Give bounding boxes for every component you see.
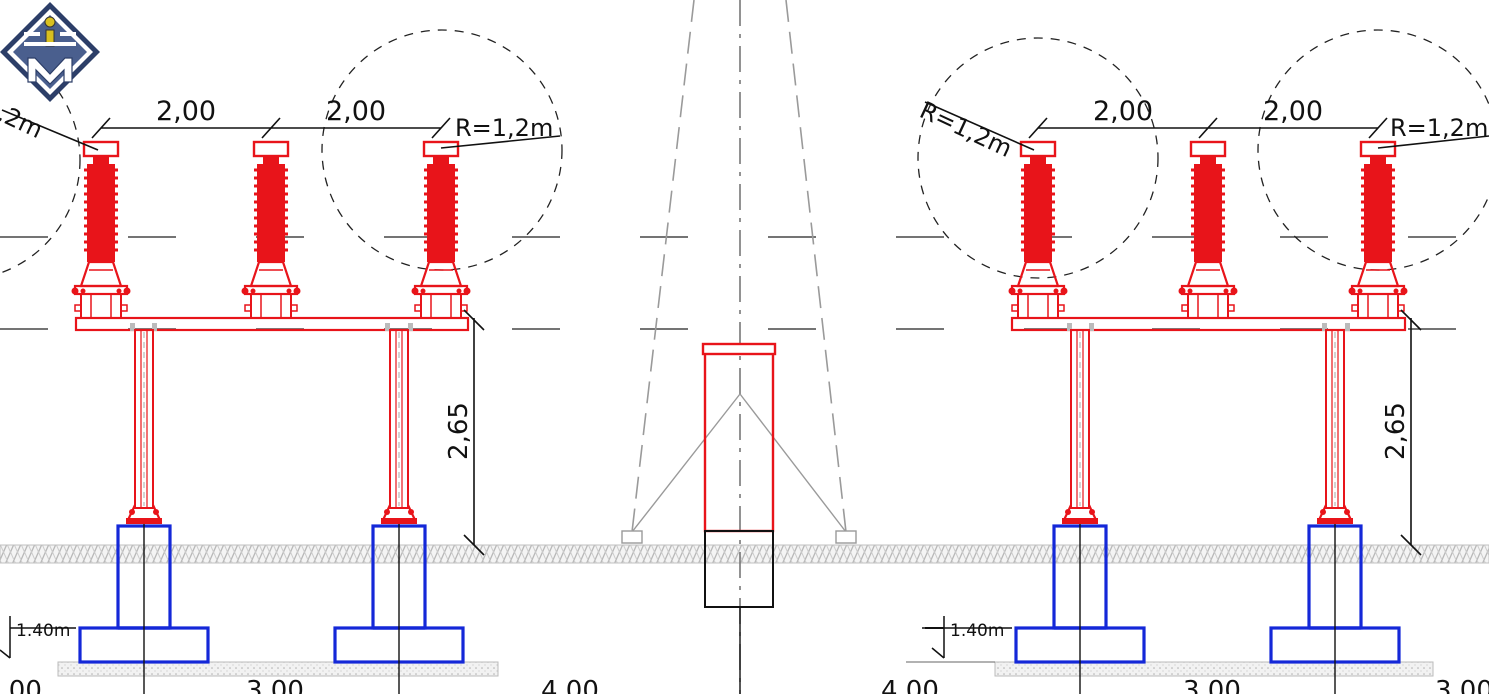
depth-marker-right bbox=[922, 616, 1012, 659]
cabinet-foundation bbox=[704, 530, 774, 608]
support-beam-left bbox=[74, 316, 470, 332]
dim-label-right-1: 2,00 bbox=[1093, 96, 1153, 127]
bottom-label-left-mid: 3,00 bbox=[246, 676, 304, 694]
bedding-right bbox=[994, 661, 1434, 677]
support-beam-right bbox=[1010, 316, 1407, 332]
center-tower bbox=[621, 0, 857, 694]
depth-label-right: 1.40m bbox=[950, 621, 1004, 641]
support-leg-right-1 bbox=[1014, 328, 1146, 696]
insulator-left-3 bbox=[410, 140, 472, 320]
dim-label-left-1: 2,00 bbox=[156, 96, 216, 127]
clearance-arc-left-outer bbox=[0, 46, 81, 274]
depth-label-left: 1.40m bbox=[16, 621, 70, 641]
insulator-right-3 bbox=[1347, 140, 1409, 320]
support-leg-left-2 bbox=[333, 328, 465, 696]
cabinet-roof bbox=[701, 342, 777, 356]
bottom-label-right-mid: 3,00 bbox=[1183, 676, 1241, 694]
insulator-right-2 bbox=[1177, 140, 1239, 320]
dim-label-right-2: 2,00 bbox=[1263, 96, 1323, 127]
company-logo bbox=[0, 2, 100, 102]
dimension-spacing-left bbox=[91, 117, 451, 139]
bottom-label-left-edge: 6,00 bbox=[0, 676, 42, 694]
right-bay: 2,00 2,00 R=1,2m R=1,2m 2,65 1.40m 4,00 … bbox=[881, 29, 1489, 699]
insulator-right-1 bbox=[1007, 140, 1069, 320]
cabinet-body bbox=[703, 351, 775, 533]
bottom-label-center-left: 4,00 bbox=[541, 676, 599, 694]
bedding-left bbox=[57, 661, 499, 677]
insulator-left-2 bbox=[240, 140, 302, 320]
dim-label-left-2: 2,00 bbox=[326, 96, 386, 127]
radius-label-right-right: R=1,2m bbox=[1390, 114, 1488, 142]
dimension-spacing-right bbox=[1028, 117, 1388, 139]
left-bay: 2,00 2,00 R=1,2m R=1,2m 2,65 1.40m 6,00 … bbox=[0, 29, 599, 699]
radius-label-left-right: R=1,2m bbox=[455, 114, 553, 142]
support-leg-right-2 bbox=[1269, 328, 1401, 696]
support-leg-left-1 bbox=[78, 328, 210, 696]
reference-lines bbox=[0, 236, 1489, 330]
bottom-label-center-right: 4,00 bbox=[881, 676, 939, 694]
ground-level-hatch bbox=[0, 544, 1489, 564]
radius-label-right-left: R=1,2m bbox=[915, 96, 1016, 163]
clearance-arc-right-left bbox=[917, 37, 1159, 279]
bottom-label-right-edge: 3,00 bbox=[1435, 676, 1489, 694]
depth-marker-left bbox=[0, 616, 76, 659]
height-label-left: 2,65 bbox=[444, 402, 474, 460]
dimension-height-right bbox=[1400, 309, 1422, 556]
dimension-height-left bbox=[463, 309, 485, 556]
height-label-right: 2,65 bbox=[1381, 402, 1411, 460]
